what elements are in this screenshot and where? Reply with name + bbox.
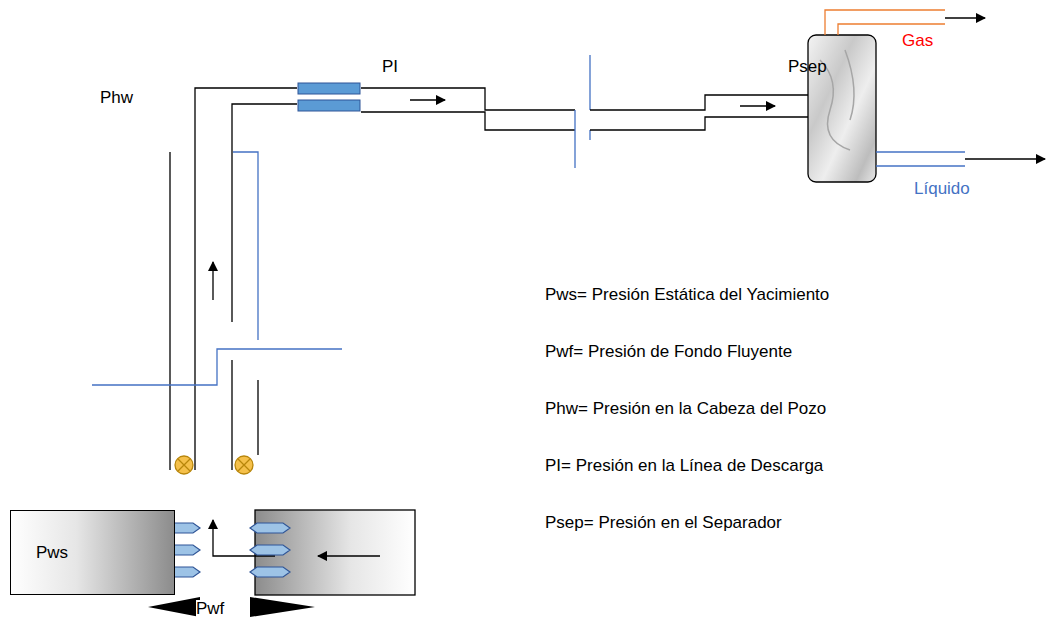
definition-note: PI= Presión en la Línea de Descarga	[545, 457, 823, 476]
tubing-line	[232, 104, 297, 322]
well-bottom	[250, 597, 315, 617]
discharge-line	[590, 95, 808, 110]
well-bottom	[148, 597, 200, 617]
discharge-line	[590, 117, 808, 130]
definition-note: Psep= Presión en el Separador	[545, 514, 782, 533]
flow-arrow	[410, 99, 445, 100]
flow-arrow	[965, 158, 1045, 159]
flow-arrow	[212, 262, 213, 300]
liquid-line	[876, 152, 965, 166]
definition-note: Pwf= Presión de Fondo Fluyente	[545, 343, 792, 362]
ground-line	[92, 349, 342, 385]
definition-note: Phw= Presión en la Cabeza del Pozo	[545, 400, 826, 419]
flange	[589, 55, 590, 140]
pressure-label: PI	[382, 58, 398, 77]
pressure-label: Phw	[100, 89, 133, 108]
casing-line	[257, 380, 258, 455]
definition-note: Pws= Presión Estática del Yacimiento	[545, 286, 829, 305]
discharge-line	[361, 112, 575, 130]
casing-line	[169, 152, 170, 470]
flow-arrow	[945, 17, 985, 18]
pressure-label: Pwf	[196, 600, 224, 619]
stream-label: Gas	[902, 32, 933, 51]
pressure-label: Pws	[36, 543, 68, 563]
choke	[298, 100, 360, 111]
flow-arrow	[740, 105, 775, 106]
stream-label: Líquido	[914, 180, 970, 199]
flange	[574, 110, 575, 168]
tubing-line	[231, 360, 232, 470]
pressure-label: Psep	[788, 58, 827, 77]
tubing-line	[195, 88, 297, 470]
flow-arrow	[318, 555, 380, 556]
reservoir-block: Pws	[10, 510, 175, 595]
discharge-line	[361, 88, 575, 110]
casing-line	[233, 152, 258, 340]
valve	[175, 456, 253, 474]
choke	[298, 83, 360, 94]
